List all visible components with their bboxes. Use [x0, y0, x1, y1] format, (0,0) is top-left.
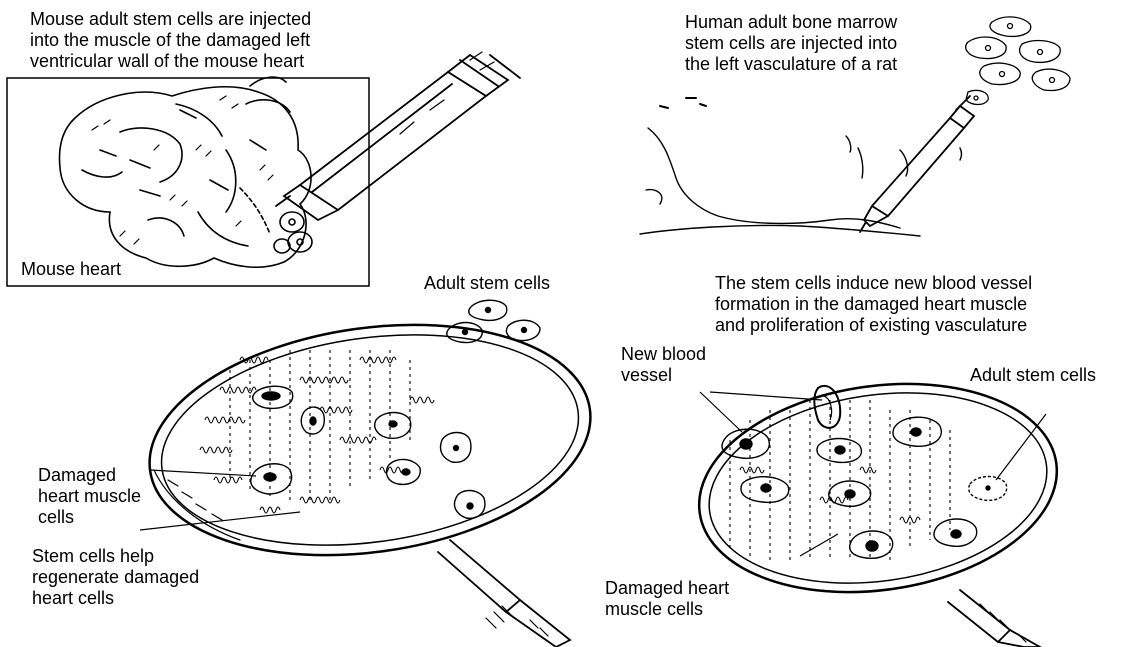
label-adult-stem-cells-left: Adult stem cells	[424, 273, 550, 294]
syringe-left	[276, 52, 520, 220]
cells-left	[251, 300, 540, 518]
label-new-blood-vessel: New blood vessel	[621, 344, 706, 386]
caption-vessel-formation: The stem cells induce new blood vessel f…	[715, 273, 1032, 336]
label-stem-cells-help: Stem cells help regenerate damaged heart…	[32, 546, 199, 609]
syringe-right	[860, 96, 974, 232]
label-damaged-left: Damaged heart muscle cells	[38, 465, 141, 528]
magnifier-right	[686, 362, 1071, 647]
muscle-fibers-left	[200, 350, 434, 513]
muscle-fibers-right	[730, 400, 950, 560]
label-damaged-right: Damaged heart muscle cells	[605, 578, 729, 620]
bone-marrow-cells	[966, 17, 1070, 105]
label-adult-stem-cells-right: Adult stem cells	[970, 365, 1096, 386]
mouse-heart-frame	[7, 78, 369, 286]
mouse-heart-drawing	[60, 77, 312, 267]
rat-vasculature-drawing	[640, 98, 962, 236]
caption-mouse-injection: Mouse adult stem cells are injected into…	[30, 9, 311, 72]
label-mouse-heart: Mouse heart	[21, 259, 121, 280]
caption-human-injection: Human adult bone marrow stem cells are i…	[685, 12, 897, 75]
